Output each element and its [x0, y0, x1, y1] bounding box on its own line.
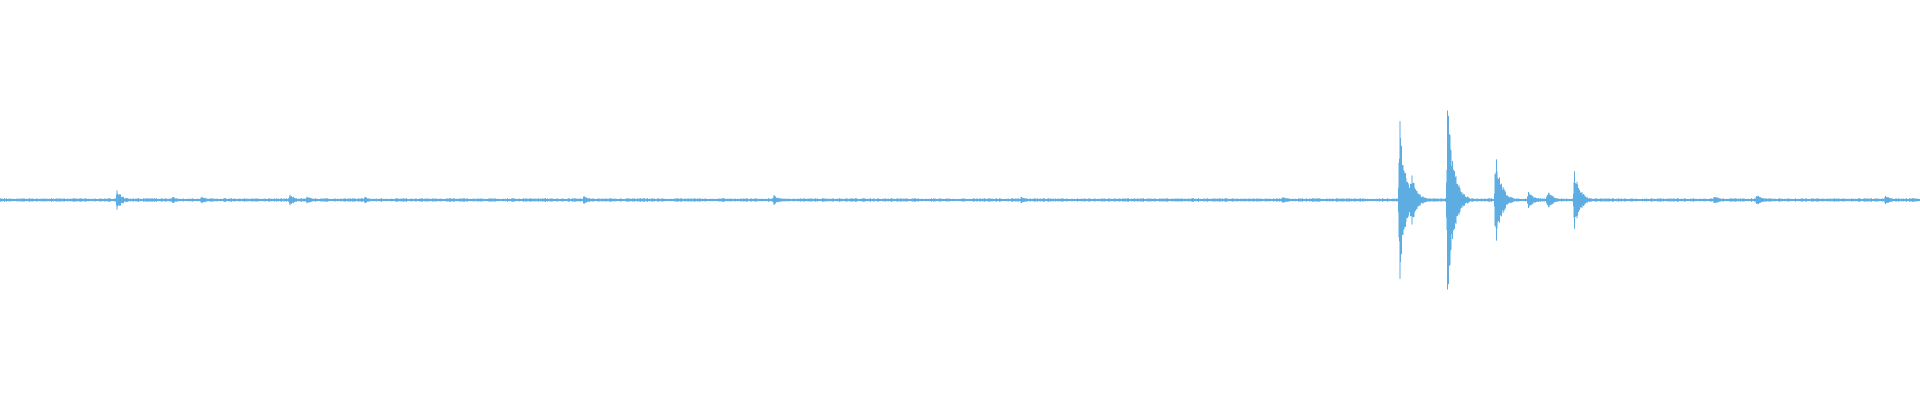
audio-waveform	[0, 110, 1920, 290]
